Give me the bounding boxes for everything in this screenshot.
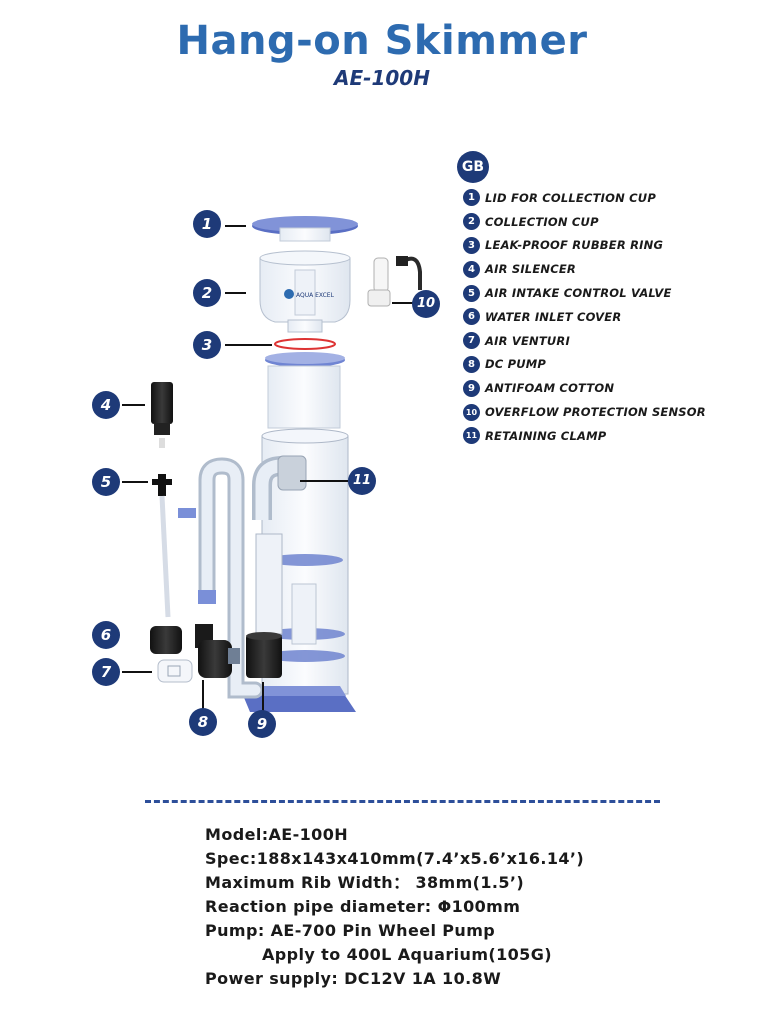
legend-item: 1 Lid for Collection Cup (463, 186, 753, 210)
callout-8: 8 (189, 708, 217, 736)
dc-pump-part (195, 624, 240, 678)
legend-number: 3 (463, 236, 480, 254)
legend-item: 11 Retaining Clamp (463, 424, 753, 448)
spec-model: Model:AE-100H (205, 825, 349, 844)
model-subtitle: AE-100H (334, 66, 430, 90)
legend-number: 9 (463, 379, 480, 397)
legend-number: 7 (463, 332, 480, 350)
legend-label: Air Silencer (485, 262, 576, 277)
page-title: Hang-on Skimmer (176, 18, 588, 64)
overflow-sensor-part (367, 256, 422, 307)
legend-label: Antifoam Cotton (485, 381, 615, 396)
language-badge: GB (457, 151, 489, 183)
air-venturi-part (157, 659, 193, 683)
legend-label: Retaining Clamp (485, 428, 607, 443)
legend-number: 4 (463, 260, 480, 278)
lid-part (252, 216, 358, 242)
spec-aquarium: Apply to 400L Aquarium(105G) (262, 945, 552, 964)
legend-label: Lid for Collection Cup (485, 190, 656, 205)
legend-item: 9 Antifoam Cotton (463, 376, 753, 400)
legend-label: Air Intake Control Valve (485, 286, 672, 301)
callout-6: 6 (92, 621, 120, 649)
callout-9: 9 (248, 710, 276, 738)
legend-number: 6 (463, 308, 480, 326)
callout-2: 2 (193, 279, 221, 307)
air-silencer-part (151, 382, 173, 448)
legend-label: Overflow Protection Sensor (485, 405, 706, 420)
spec-power: Power supply: DC12V 1A 10.8W (205, 969, 502, 988)
legend-number: 10 (463, 403, 480, 421)
legend-label: Collection Cup (485, 214, 599, 229)
parts-legend: 1Lid for Collection Cup 2Collection Cup … (463, 186, 753, 448)
legend-label: Water Inlet Cover (485, 309, 622, 324)
brand-mark: AQUA EXCEL (296, 292, 335, 299)
leader-lines (122, 225, 413, 712)
reaction-tube (255, 428, 349, 695)
dashed-divider (145, 800, 660, 803)
spec-block: Model:AE-100H Spec:188x143x410mm(7.4’x5.… (205, 823, 584, 991)
return-pipe (198, 457, 264, 699)
legend-number: 5 (463, 284, 480, 302)
legend-item: 7 Air Venturi (463, 329, 753, 353)
callout-7: 7 (92, 658, 120, 686)
spec-pump: Pump: AE-700 Pin Wheel Pump (205, 921, 496, 940)
callout-11: 11 (348, 467, 376, 495)
callout-10: 10 (412, 290, 440, 318)
legend-item: 4 Air Silencer (463, 257, 753, 281)
spec-pipe-diameter: Reaction pipe diameter: Φ100mm (205, 897, 521, 916)
collection-cup-part: AQUA EXCEL (259, 250, 351, 333)
callout-1: 1 (193, 210, 221, 238)
callout-4: 4 (92, 391, 120, 419)
legend-item: 6 Water Inlet Cover (463, 305, 753, 329)
air-intake-valve-part (152, 474, 172, 618)
legend-item: 5 Air Intake Control Valve (463, 281, 753, 305)
callout-5: 5 (92, 468, 120, 496)
legend-label: Leak-proof Rubber Ring (485, 238, 664, 253)
legend-item: 2 Collection Cup (463, 210, 753, 234)
legend-item: 3 Leak-proof Rubber Ring (463, 234, 753, 258)
legend-number: 8 (463, 355, 480, 373)
antifoam-cotton-part (246, 632, 282, 678)
water-inlet-cover-part (150, 626, 182, 654)
spec-dimensions: Spec:188x143x410mm(7.4’x5.6’x16.14’) (205, 849, 585, 868)
spec-rib-width: Maximum Rib Width： 38mm(1.5’) (205, 873, 525, 892)
legend-number: 2 (463, 213, 480, 231)
legend-item: 10 Overflow Protection Sensor (463, 400, 753, 424)
legend-label: Air Venturi (485, 333, 570, 348)
legend-label: DC Pump (485, 357, 547, 372)
callout-3: 3 (193, 331, 221, 359)
retaining-clamp-part (252, 455, 307, 520)
legend-item: 8 DC Pump (463, 353, 753, 377)
legend-number: 1 (463, 189, 480, 207)
rubber-ring-part (265, 338, 345, 367)
legend-number: 11 (463, 427, 480, 445)
